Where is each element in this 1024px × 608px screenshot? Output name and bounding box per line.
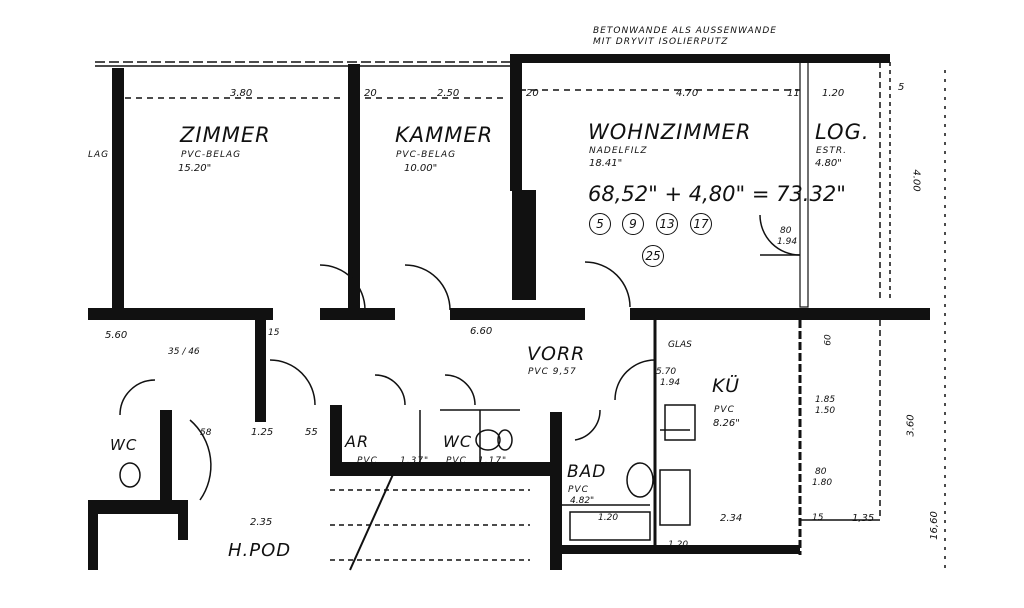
dim-glas: GLAS [668, 340, 692, 350]
room-area-zimmer: 15.20" [178, 163, 212, 174]
dim-kammer-width: 2.50 [437, 88, 460, 99]
dim-wall-20b: 20 [526, 88, 539, 99]
unit-number-25: 25 [642, 245, 664, 267]
room-floor-kammer: PVC-BELAG [396, 150, 457, 160]
chimney-wall [512, 190, 536, 300]
dim-right-80: 80 [815, 467, 827, 477]
room-floor-kueche: PVC [714, 405, 735, 415]
unit-number-17: 17 [690, 213, 712, 235]
left-lower-wall [88, 500, 188, 514]
dim-left-58: 58 [200, 428, 212, 438]
corridor-wall-3 [450, 308, 585, 320]
room-name-zimmer: ZIMMER [180, 123, 271, 147]
corridor-wall-4 [630, 308, 930, 320]
dim-wohn-width: 4.70 [676, 88, 699, 99]
room-name-vorraum: VORR [527, 343, 586, 365]
thin-lines [95, 61, 946, 571]
room-floor-ar: PVC [357, 456, 378, 466]
room-area-kammer: 10.00" [404, 163, 438, 174]
dim-corr-5-60: 5.60 [105, 330, 128, 341]
ar-left-wall [330, 405, 342, 475]
room-floor-vorraum: PVC 9,57 [528, 367, 577, 377]
dim-window-570: 5.70 [656, 367, 677, 377]
room-floor-zimmer: PVC-BELAG [181, 150, 242, 160]
ar-wc-bottom-wall [330, 462, 560, 476]
left-wc-wall [160, 410, 172, 505]
left-edge-wall [88, 510, 98, 570]
corridor-wall-2 [320, 308, 395, 320]
room-area-ar: 1.37" [400, 456, 430, 466]
dim-wall-20a: 20 [364, 88, 377, 99]
dim-height-4-00: 4.00 [910, 169, 922, 192]
dim-left-15: 15 [268, 328, 280, 338]
room-floor-wohnzimmer: NADELFILZ [589, 146, 648, 156]
room-name-podest: H.POD [228, 540, 292, 561]
dim-door-80: 80 [780, 226, 792, 236]
room-name-wohnzimmer: WOHNZIMMER [588, 120, 752, 144]
dim-kue-width: 2.34 [720, 513, 743, 524]
room-floor-wc: PVC [446, 456, 467, 466]
left-stub-wall [178, 500, 188, 540]
room-area-bad: 4.82" [570, 496, 595, 506]
total-area: 68,52" + 4,80" = 73.32" [588, 182, 846, 206]
room-area-kueche: 8.26" [713, 418, 740, 429]
dim-right-16-60: 16,60 [928, 511, 940, 540]
unit-number-5: 5 [589, 213, 611, 235]
room-name-bad: BAD [567, 462, 607, 482]
room-area-wc: 1.17" [478, 456, 508, 466]
dim-right-185: 1.85 [815, 395, 836, 405]
wall-note-line-2: MIT DRYVIT ISOLIERPUTZ [593, 37, 729, 47]
dim-bad-width: 1.20 [598, 513, 619, 523]
room-name-kammer: KAMMER [395, 123, 494, 147]
kammer-wohn-wall [510, 56, 522, 191]
room-name-left-edge: LAG [88, 150, 110, 160]
dim-zimmer-width: 3.80 [230, 88, 253, 99]
dim-left-35: 35 / 46 [168, 347, 200, 357]
bottom-wall [555, 545, 800, 554]
walls [88, 54, 930, 570]
dim-window-194: 1.94 [660, 378, 681, 388]
dim-right-1-35: 1,35 [852, 513, 875, 524]
room-area-loggia: 4.80" [815, 158, 842, 169]
zimmer-left-wall [112, 68, 124, 313]
unit-number-9: 9 [622, 213, 644, 235]
unit-number-13: 13 [656, 213, 678, 235]
room-name-loggia: LOG. [815, 120, 870, 144]
dim-bottom-120: 1.20 [668, 540, 689, 550]
dim-wall-11: 11 [787, 88, 800, 99]
room-area-wohnzimmer: 18.41" [589, 158, 623, 169]
corridor-wall-1 [88, 308, 273, 320]
dim-right-180: 1.80 [812, 478, 833, 488]
dim-stair-2-35: 2.35 [250, 517, 273, 528]
room-name-ar: AR [345, 432, 370, 451]
top-outer-wall [510, 54, 890, 63]
room-floor-bad: PVC [568, 485, 589, 495]
dim-right-150: 1.50 [815, 406, 836, 416]
dim-wall-5: 5 [898, 82, 905, 93]
bad-left-wall [550, 412, 562, 570]
room-name-kueche: KÜ [712, 375, 741, 397]
dim-right-60: 60 [823, 334, 834, 346]
dim-left-55: 55 [305, 427, 318, 438]
dim-right-3-60: 3.60 [905, 414, 917, 437]
room-name-wc: WC [443, 432, 472, 451]
dim-log-width: 1.20 [822, 88, 845, 99]
dim-door-194: 1.94 [777, 237, 798, 247]
dim-corr-6-60: 6.60 [470, 326, 493, 337]
corridor-vertical-wall [255, 312, 266, 422]
wall-note-line-1: BETONWANDE ALS AUSSENWANDE [593, 26, 777, 36]
room-floor-loggia: ESTR. [816, 146, 848, 156]
dim-right-15: 15 [812, 513, 824, 523]
room-name-wc-left: WC [110, 436, 138, 454]
zimmer-kammer-wall [348, 64, 360, 312]
dim-left-125: 1.25 [251, 427, 274, 438]
